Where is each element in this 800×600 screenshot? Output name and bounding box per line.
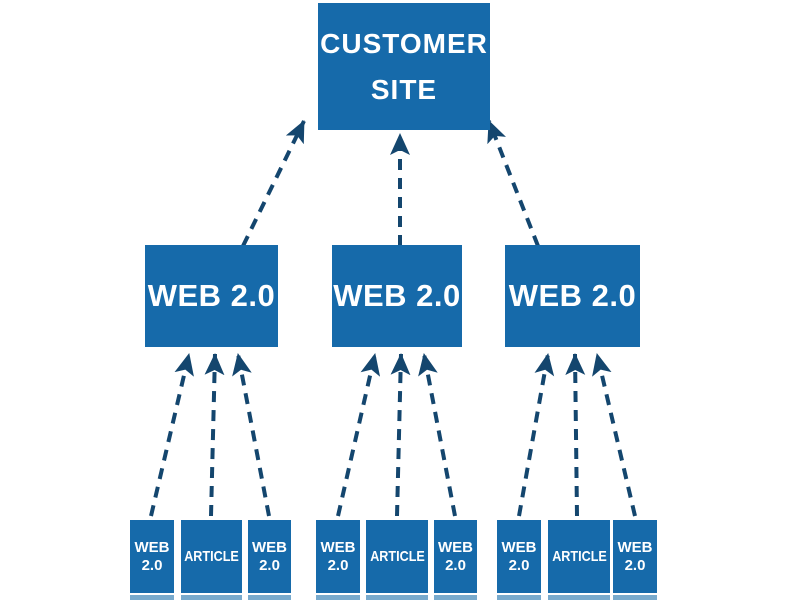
- web20-node-3-label: WEB 2.0: [508, 278, 637, 313]
- leaf-label: WEB 2.0: [617, 538, 653, 574]
- reflection-strip: [248, 595, 291, 600]
- leaf-label: WEB 2.0: [320, 538, 356, 574]
- leaf-label: WEB 2.0: [252, 538, 287, 574]
- leaf-web20-box-3b: WEB 2.0: [613, 520, 657, 593]
- dashed-arrow-leaf3a-to-mid3: [517, 353, 555, 517]
- leaf-label: ARTICLE: [184, 547, 239, 565]
- leaf-label: WEB 2.0: [501, 538, 537, 574]
- customer-site-box: CUSTOMER SITE: [318, 3, 490, 130]
- reflection-strip: [434, 595, 477, 600]
- leaf-web20-box-1a: WEB 2.0: [130, 520, 174, 593]
- web20-node-3: WEB 2.0: [505, 245, 640, 347]
- leaf-label: WEB 2.0: [438, 538, 473, 574]
- dashed-arrow-leaf2b-to-mid2: [390, 353, 411, 517]
- web20-node-2: WEB 2.0: [332, 245, 462, 347]
- dashed-arrow-leaf2c-to-mid2: [418, 353, 457, 517]
- dashed-arrow-leaf3b-to-mid3: [565, 353, 586, 517]
- web20-node-1: WEB 2.0: [145, 245, 278, 347]
- leaf-article-box-3: ARTICLE: [548, 520, 610, 593]
- reflection-strip: [316, 595, 360, 600]
- dashed-arrow-mid1-to-top: [241, 120, 306, 247]
- dashed-arrow-leaf2a-to-mid2: [336, 353, 381, 517]
- reflection-strip: [130, 595, 174, 600]
- leaf-label: WEB 2.0: [134, 538, 170, 574]
- dashed-arrow-leaf1b-to-mid1: [204, 353, 225, 517]
- reflection-strip: [366, 595, 428, 600]
- leaf-label: ARTICLE: [551, 547, 607, 565]
- reflection-strip: [497, 595, 541, 600]
- leaf-web20-box-2b: WEB 2.0: [434, 520, 477, 593]
- reflection-strip: [181, 595, 242, 600]
- leaf-web20-box-3a: WEB 2.0: [497, 520, 541, 593]
- leaf-web20-box-1b: WEB 2.0: [248, 520, 291, 593]
- web20-node-2-label: WEB 2.0: [333, 278, 461, 313]
- leaf-web20-box-2a: WEB 2.0: [316, 520, 360, 593]
- web20-node-1-label: WEB 2.0: [147, 278, 276, 313]
- dashed-arrow-leaf1a-to-mid1: [149, 353, 194, 517]
- dashed-arrow-leaf3c-to-mid3: [592, 353, 637, 517]
- reflection-strip: [548, 595, 610, 600]
- dashed-arrow-leaf1c-to-mid1: [232, 353, 271, 517]
- leaf-label: ARTICLE: [369, 547, 425, 565]
- leaf-article-box-1: ARTICLE: [181, 520, 242, 593]
- leaf-article-box-2: ARTICLE: [366, 520, 428, 593]
- customer-site-label-line1: CUSTOMER: [320, 27, 488, 59]
- reflection-strip: [613, 595, 657, 600]
- dashed-arrow-mid3-to-top: [487, 120, 540, 247]
- customer-site-label-line2: SITE: [370, 73, 438, 105]
